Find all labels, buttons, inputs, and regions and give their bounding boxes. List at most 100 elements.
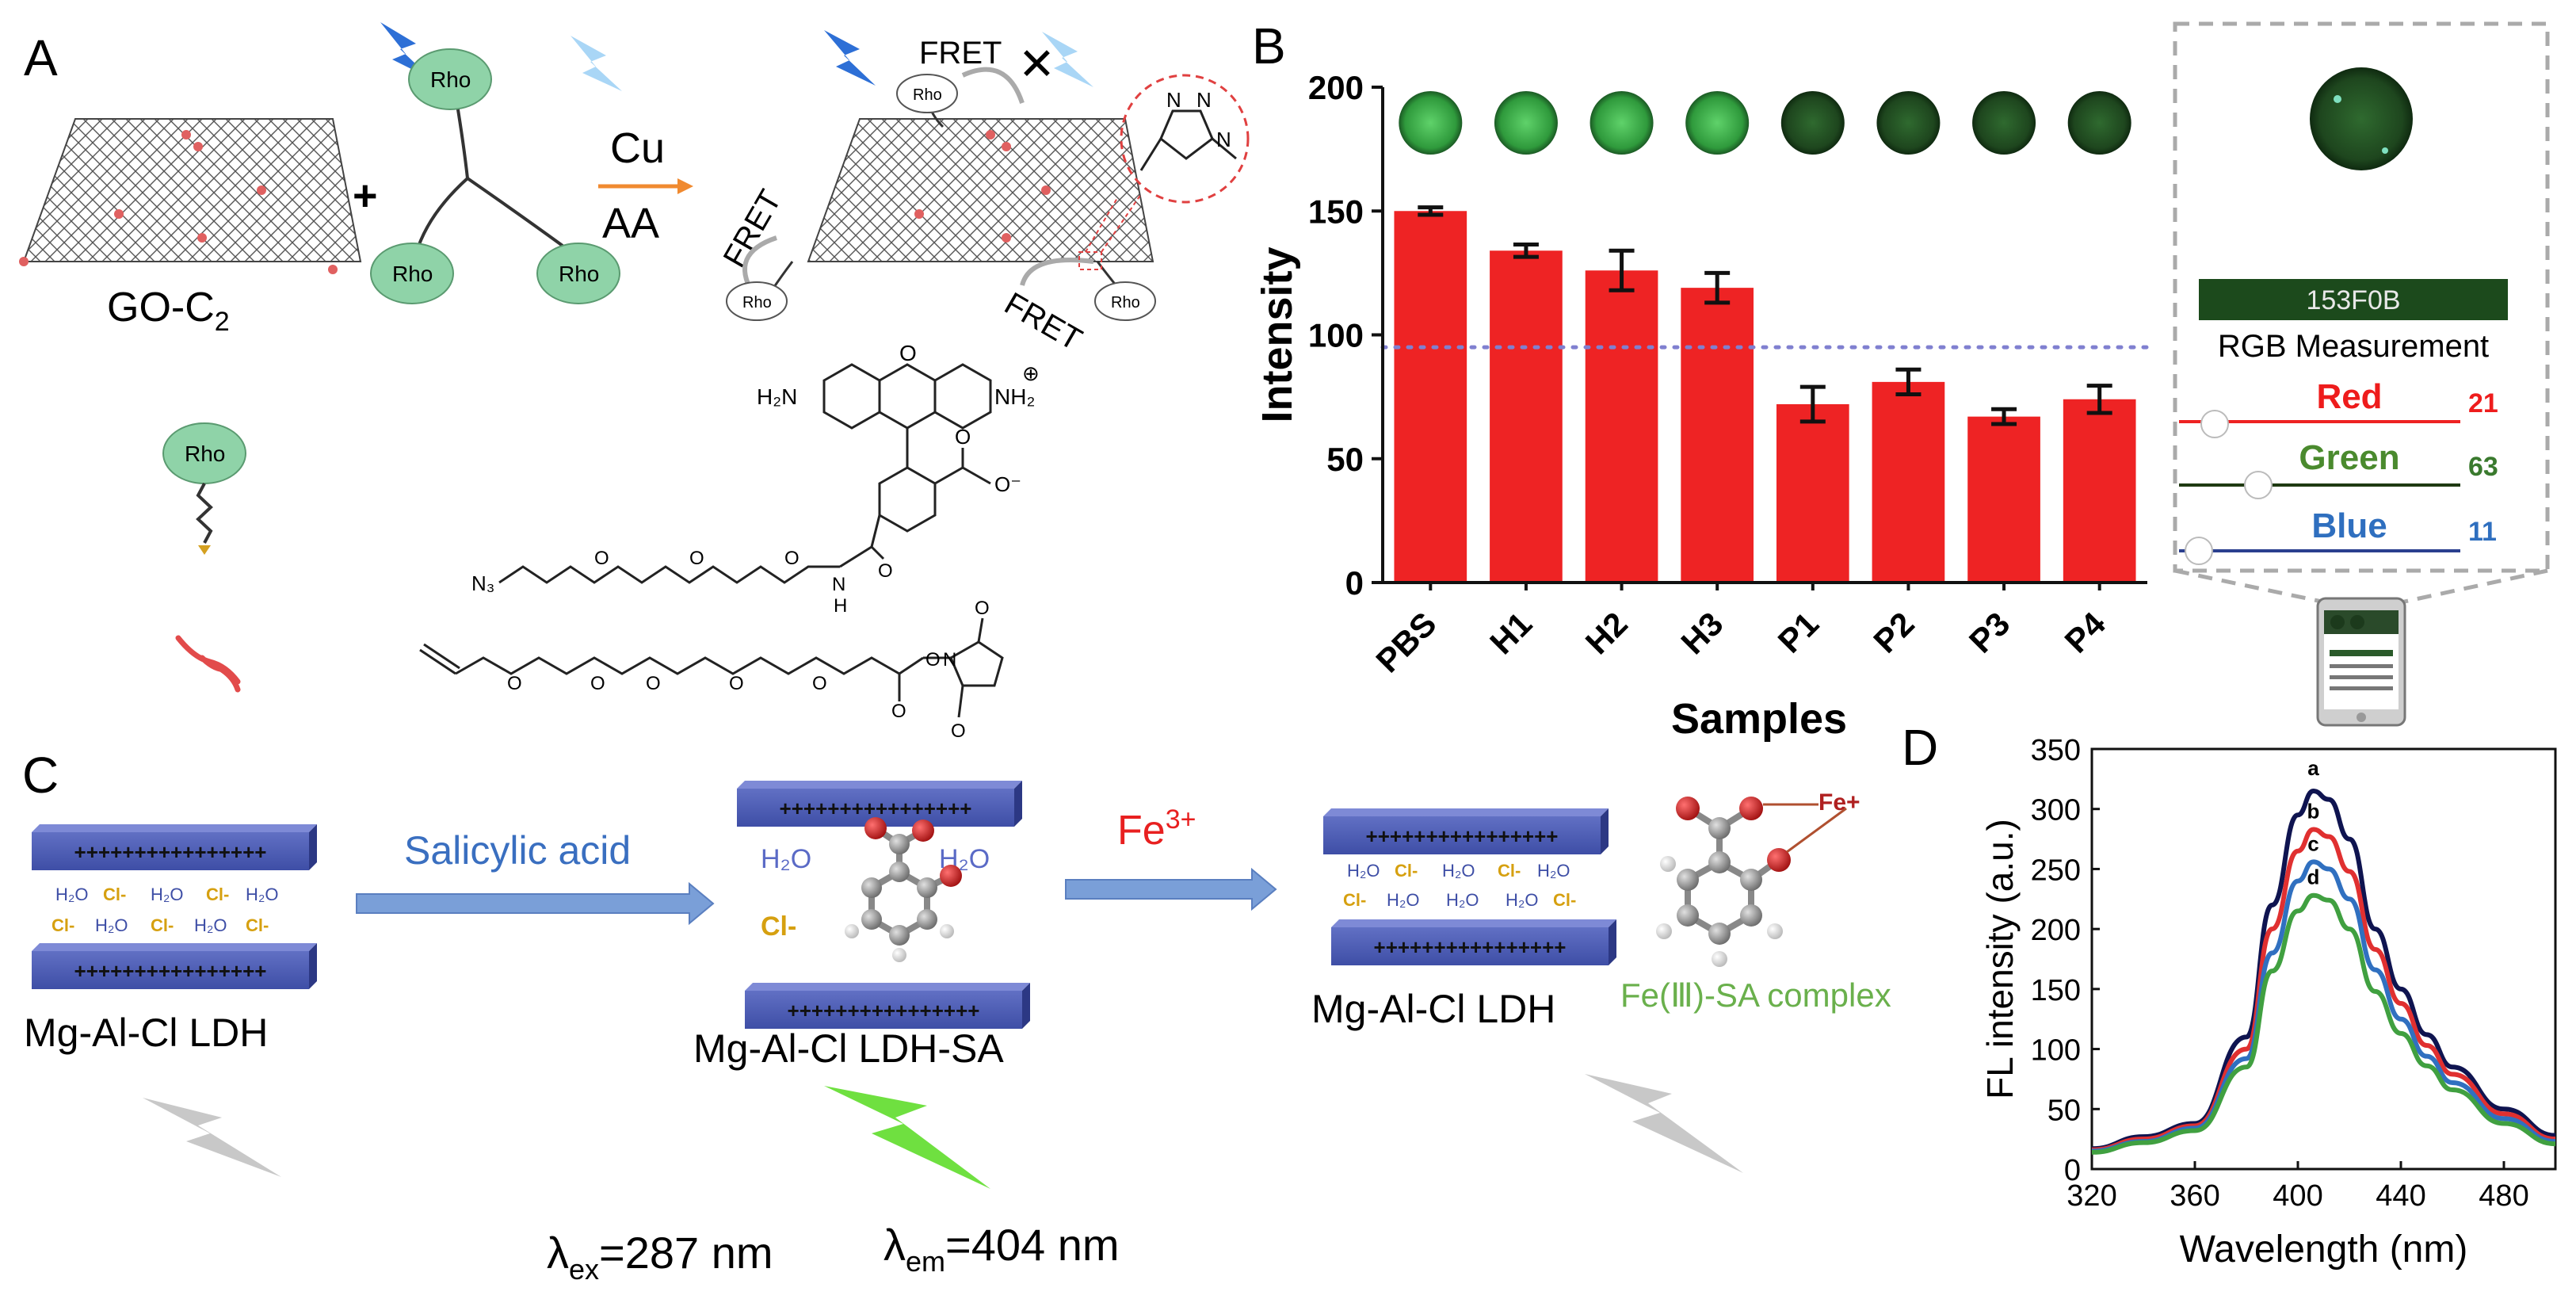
lightning-icon-gray-1 [143, 1098, 281, 1177]
svg-text:H₂N: H₂N [757, 384, 797, 409]
ldh-label-1: Mg-Al-Cl LDH [24, 1011, 268, 1055]
y-tick-label: 200 [1308, 69, 1364, 106]
series-line-b [2091, 827, 2556, 1152]
svg-text:O: O [891, 701, 906, 722]
svg-text:O: O [689, 548, 704, 569]
x-tick-label: H1 [1483, 605, 1539, 661]
bar [1872, 381, 1945, 583]
x-tick-label: 440 [2376, 1179, 2425, 1213]
svg-text:Cl-: Cl- [1395, 861, 1418, 881]
red-slider-handle [2200, 410, 2229, 438]
fret-cross-icon: ✕ [1018, 39, 1055, 89]
x-tick-label: P2 [1866, 605, 1922, 660]
svg-text:Rho: Rho [1111, 294, 1140, 311]
svg-text:N: N [943, 649, 956, 671]
y-tick-label: 50 [1326, 441, 1364, 478]
x-tick-label: P4 [2057, 605, 2112, 660]
bar [1967, 416, 2040, 583]
alkyne-sites-right [914, 130, 1051, 243]
x-tick-label: P1 [1771, 605, 1826, 660]
svg-text:Rho: Rho [392, 262, 433, 286]
y-axis-title: FL intensity (a.u.) [1979, 819, 2021, 1099]
blue-label: Blue [2311, 506, 2387, 545]
y-tick-label: 100 [2031, 1034, 2081, 1068]
graphene-sheet-right [807, 118, 1154, 262]
svg-text:Rho: Rho [559, 262, 599, 286]
fe-arrow [1065, 867, 1277, 911]
plus-sign: + [353, 172, 378, 220]
x-axis-title: Wavelength (nm) [2180, 1228, 2468, 1271]
panel-a-label: A [24, 29, 58, 86]
y-tick-label: 200 [2031, 914, 2081, 947]
fe-plus-label: Fe+ [1818, 789, 1860, 816]
svg-text:Cl-: Cl- [103, 885, 126, 904]
series-line-d [2091, 892, 2556, 1155]
y-tick-label: 0 [2064, 1154, 2081, 1187]
svg-text:++++++++++++++++: ++++++++++++++++ [74, 959, 267, 983]
fret-label-right: FRET [998, 286, 1087, 357]
green-slider-handle [2244, 471, 2273, 499]
bar [1490, 250, 1563, 583]
red-linker-icon [175, 635, 241, 693]
svg-text:O: O [590, 673, 605, 694]
go-label: GO-C2 [107, 285, 230, 337]
plot-frame [2090, 747, 2557, 1171]
rho-probe-quenched-left: Rho [726, 261, 794, 321]
lightning-icon-blue-2 [824, 30, 876, 86]
well-image [1494, 91, 1558, 155]
well-image [2067, 91, 2131, 155]
ldh-stack-2: ++++++++++++++++ H₂O H₂O Cl- +++++++++++… [737, 781, 1030, 1029]
svg-text:H₂O: H₂O [194, 915, 227, 935]
triazole-structure [1139, 109, 1237, 171]
ldh-stack-1: ++++++++++++++++ H₂O Cl- H₂O Cl- H₂O Cl-… [32, 824, 317, 989]
rgb-zoom-box [2173, 21, 2550, 573]
x-tick-label: 360 [2170, 1179, 2219, 1213]
well-image [1780, 91, 1845, 155]
fret-arrow-top [961, 67, 1025, 104]
svg-text:Cl-: Cl- [151, 915, 174, 935]
y-tick-label: 350 [2031, 734, 2081, 767]
fe-arrow-label: Fe3+ [1117, 804, 1196, 854]
fret-arrow-right [1020, 258, 1094, 286]
green-value: 63 [2468, 452, 2498, 482]
svg-text:Cl-: Cl- [1498, 861, 1521, 881]
aa-label: AA [602, 200, 659, 247]
svg-text:O: O [784, 548, 800, 569]
salicylic-arrow-label: Salicylic acid [404, 828, 631, 873]
svg-text:O⁻: O⁻ [994, 472, 1021, 496]
rho-probe-single: Rho [162, 422, 246, 555]
bar [1585, 270, 1658, 583]
lightning-icon-lightblue-2 [1042, 32, 1093, 87]
x-tick-label: 480 [2479, 1179, 2528, 1213]
blue-value: 11 [2468, 517, 2497, 547]
svg-text:Cl-: Cl- [1343, 890, 1366, 910]
bar [2063, 399, 2136, 583]
svg-text:Cl-: Cl- [206, 885, 229, 904]
ldh-label-3: Mg-Al-Cl LDH [1311, 987, 1555, 1031]
svg-text:H: H [834, 595, 847, 617]
svg-text:++++++++++++++++: ++++++++++++++++ [780, 797, 972, 820]
lightning-icon-gray-2 [1585, 1074, 1743, 1173]
series-line-a [2091, 788, 2556, 1152]
rho-probe-quenched-top: Rho [896, 74, 958, 128]
x-tick-label: H3 [1673, 605, 1730, 661]
svg-text:Rho: Rho [430, 67, 471, 92]
fret-label-top: FRET [919, 36, 1002, 71]
triazole-zoom-circle [1120, 74, 1250, 204]
y-tick-label: 0 [1345, 564, 1364, 602]
svg-text:O: O [951, 720, 966, 742]
lightning-icon-lightblue [571, 36, 622, 91]
svg-text:Cl-: Cl- [1553, 890, 1576, 910]
x-axis-title: Samples [1671, 695, 1847, 743]
y-tick-label: 250 [2031, 854, 2081, 887]
salicylic-arrow [356, 881, 715, 926]
svg-text:Cl-: Cl- [52, 915, 74, 935]
blue-slider-handle [2185, 537, 2213, 565]
svg-text:O: O [594, 548, 609, 569]
rhodamine-structure [498, 363, 992, 584]
